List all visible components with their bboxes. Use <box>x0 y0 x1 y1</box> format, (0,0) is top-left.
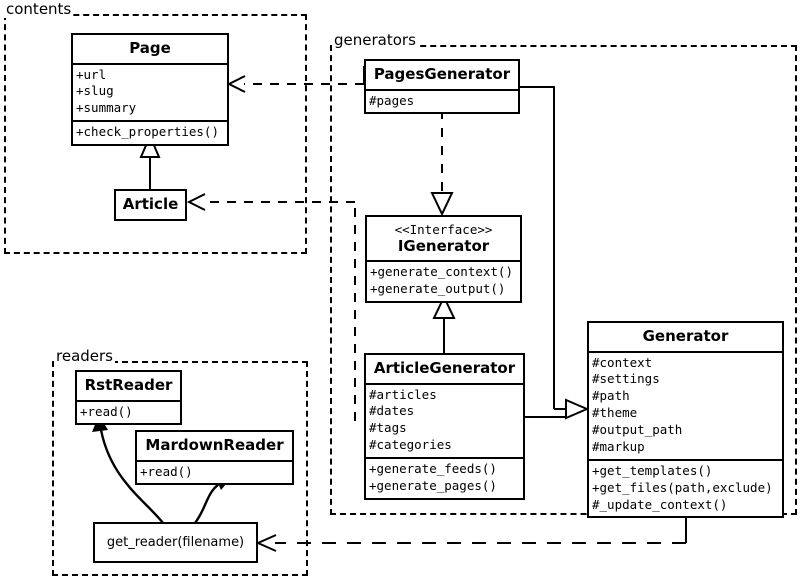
class-igenerator-title: <<Interface>> IGenerator <box>367 217 520 260</box>
class-article-generator-operations: +generate_feeds() +generate_pages() <box>366 457 523 498</box>
class-page-title: Page <box>129 39 171 57</box>
operation-row: +get_templates() <box>592 462 713 478</box>
function-get-reader[interactable]: get_reader(filename) <box>93 522 258 563</box>
package-contents <box>4 14 307 254</box>
attribute-row: #articles <box>369 386 437 402</box>
class-pages-generator-attributes: #pages <box>366 88 518 113</box>
operation-row: +generate_feeds() <box>369 461 497 476</box>
attribute-row: +slug <box>76 83 114 99</box>
attribute-row: #pages <box>369 92 415 108</box>
operation-row: +generate_context() <box>370 264 513 280</box>
attribute-row: +summary <box>76 100 137 116</box>
class-mardown-reader-title: MardownReader <box>145 436 284 454</box>
class-generator-title: Generator <box>642 327 729 345</box>
class-igenerator-stereotype: <<Interface>> <box>394 222 493 237</box>
class-mardown-reader[interactable]: MardownReader +read() <box>135 430 294 486</box>
class-rst-reader[interactable]: RstReader +read() <box>75 370 182 426</box>
class-generator-operations: +get_templates() +get_files(path,exclude… <box>589 458 782 517</box>
attribute-row: #markup <box>592 438 645 454</box>
class-page-operations: +check_properties() <box>73 120 227 144</box>
class-article-title: Article <box>122 195 179 213</box>
class-igenerator-operations: +generate_context() +generate_output() <box>367 260 520 301</box>
class-page-attributes: +url +slug +summary <box>73 62 227 121</box>
class-pages-generator-title: PagesGenerator <box>373 65 511 83</box>
class-rst-reader-operations: +read() <box>77 399 180 424</box>
class-igenerator-name: IGenerator <box>397 236 490 255</box>
package-generators-label: generators <box>332 31 418 49</box>
attribute-row: #path <box>592 388 630 404</box>
package-readers-label: readers <box>54 347 115 365</box>
operation-row: +generate_output() <box>370 281 506 296</box>
class-article[interactable]: Article <box>114 189 187 221</box>
class-rst-reader-title: RstReader <box>84 376 173 394</box>
class-article-generator[interactable]: ArticleGenerator #articles #dates #tags … <box>364 353 525 500</box>
class-article-generator-title: ArticleGenerator <box>373 359 516 377</box>
operation-row: +check_properties() <box>76 124 219 140</box>
package-contents-label: contents <box>4 0 74 18</box>
class-pages-generator[interactable]: PagesGenerator #pages <box>364 59 520 115</box>
package-generators <box>330 45 797 515</box>
package-readers <box>52 361 308 576</box>
class-generator-attributes: #context #settings #path #theme #output_… <box>589 350 782 459</box>
operation-row: +generate_pages() <box>369 477 497 493</box>
attribute-row: #settings <box>592 371 660 387</box>
class-igenerator[interactable]: <<Interface>> IGenerator +generate_conte… <box>365 215 522 303</box>
class-mardown-reader-operations: +read() <box>137 459 292 484</box>
attribute-row: +url <box>76 66 107 82</box>
attribute-row: #tags <box>369 420 407 436</box>
operation-row: +get_files(path,exclude) <box>592 479 773 495</box>
operation-row: +read() <box>140 463 193 479</box>
operation-row: #_update_context() <box>592 496 728 512</box>
attribute-row: #dates <box>369 403 415 419</box>
attribute-row: #theme <box>592 405 638 421</box>
operation-row: +read() <box>80 403 133 419</box>
class-generator[interactable]: Generator #context #settings #path #them… <box>587 321 784 519</box>
attribute-row: #context <box>592 354 653 370</box>
attribute-row: #categories <box>369 437 452 453</box>
attribute-row: #output_path <box>592 422 683 437</box>
class-page[interactable]: Page +url +slug +summary +check_properti… <box>71 33 229 146</box>
class-article-generator-attributes: #articles #dates #tags #categories <box>366 382 523 458</box>
function-get-reader-label: get_reader(filename) <box>106 535 245 550</box>
